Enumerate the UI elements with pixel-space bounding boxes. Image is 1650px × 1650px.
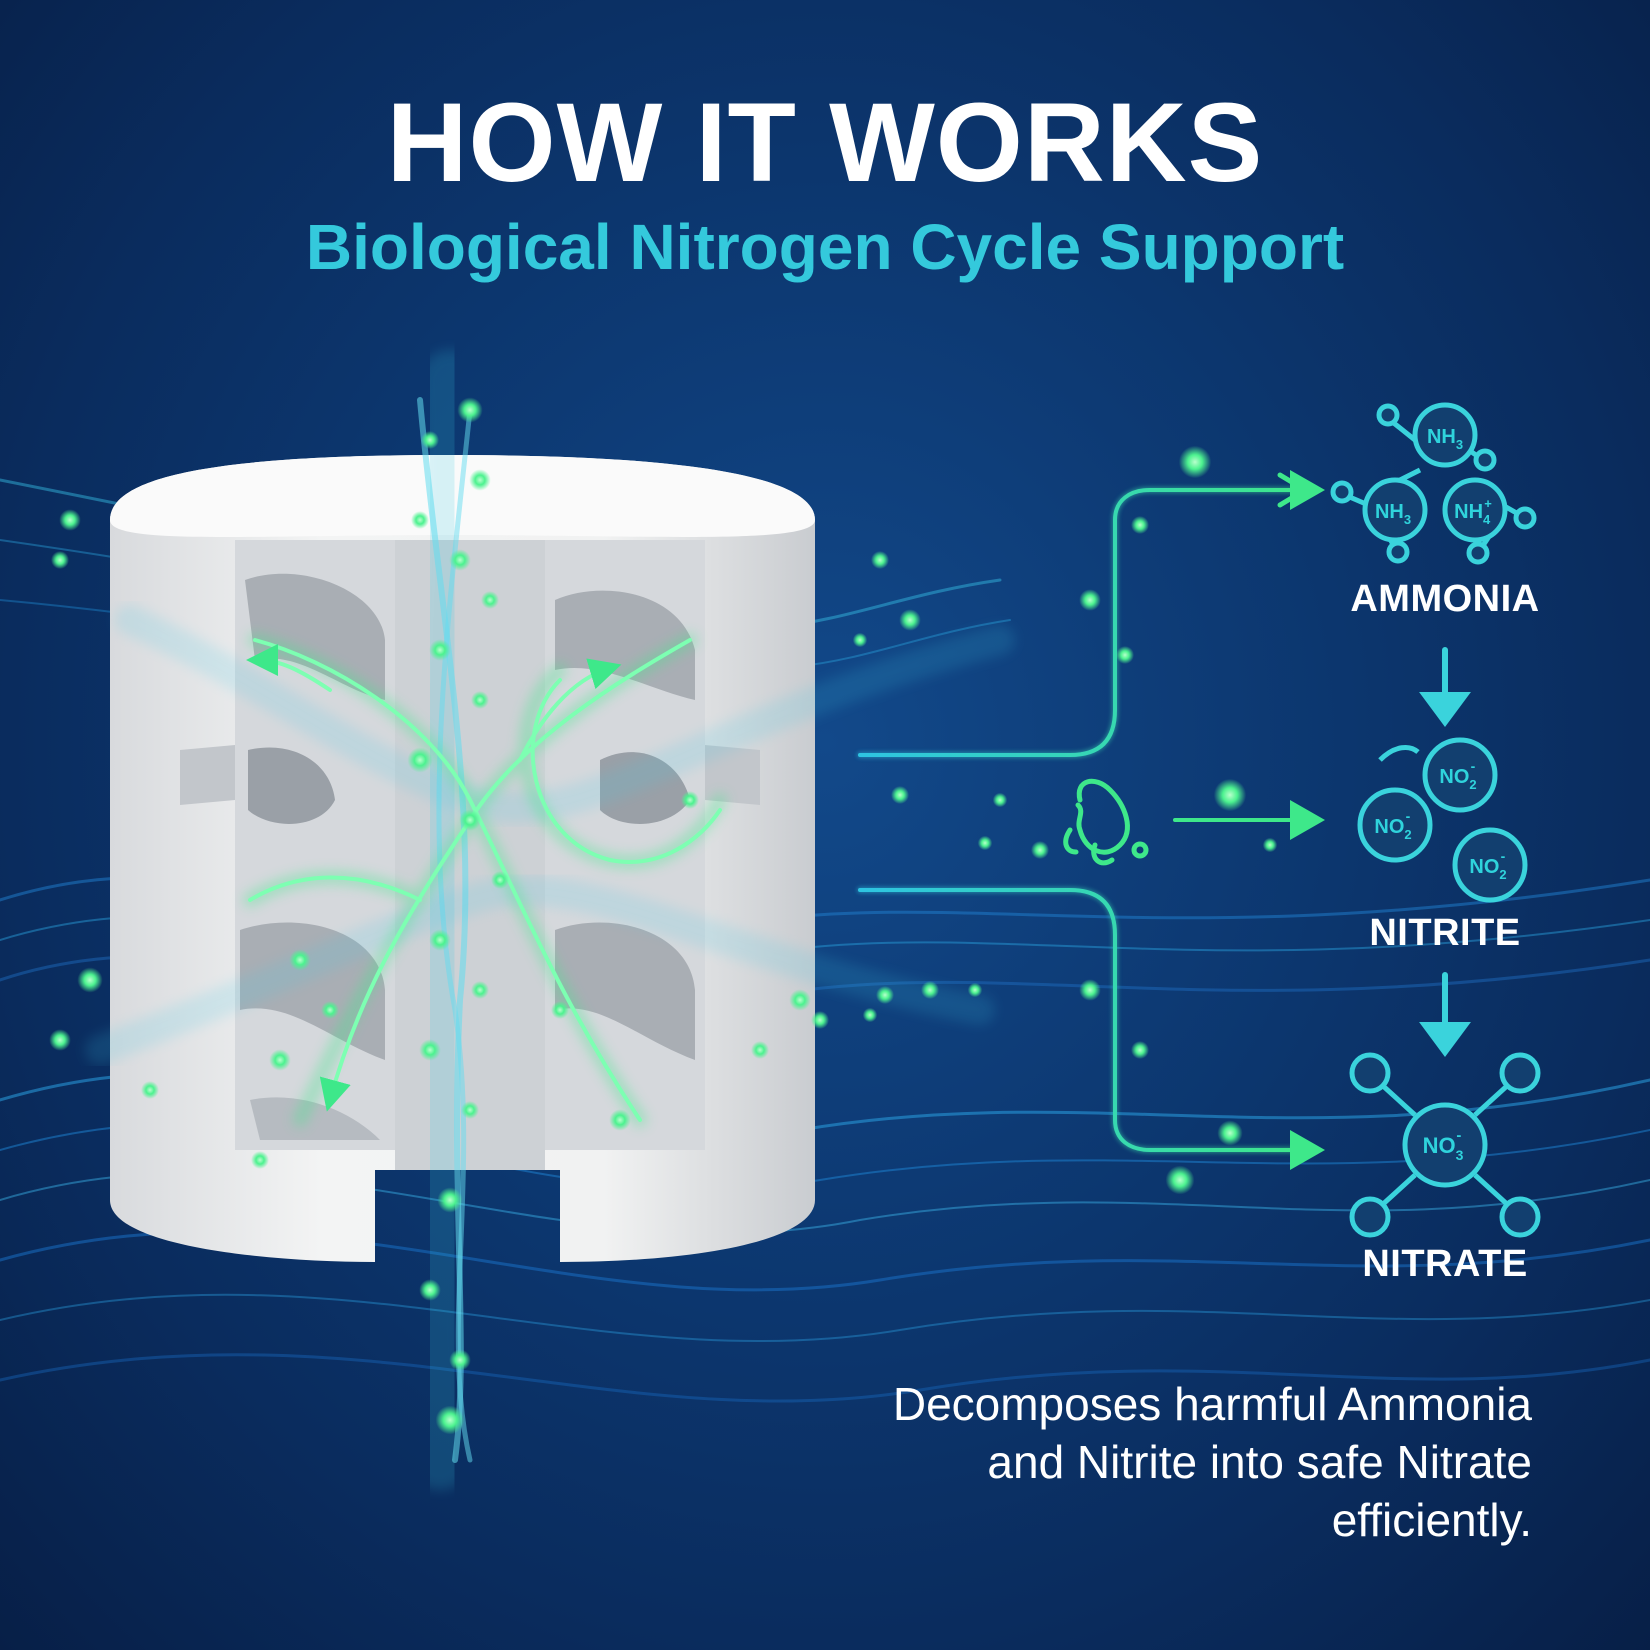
no3-sub: 3 (1456, 1147, 1464, 1163)
particle (437, 1187, 463, 1213)
stage-label-nitrite: NITRITE (1369, 912, 1521, 954)
particle (1213, 778, 1247, 812)
particle (609, 1109, 631, 1131)
bacteria-icon (1063, 778, 1149, 866)
particle (1131, 516, 1149, 534)
svg-text:NH3: NH3 (1427, 426, 1463, 452)
svg-text:NH4+: NH4+ (1454, 496, 1492, 527)
no3-text: NO (1423, 1133, 1456, 1158)
particle (1131, 1041, 1149, 1059)
nitrate-molecule-icon: NO3 - (1349, 1052, 1541, 1238)
particle (481, 591, 499, 609)
no2-text: NO (1469, 856, 1499, 878)
no2-sub: 2 (1404, 827, 1411, 842)
description-line-3: efficiently. (1331, 1494, 1532, 1546)
particle (891, 786, 909, 804)
particle (1079, 589, 1101, 611)
description-text: Decomposes harmful Ammonia and Nitrite i… (772, 1375, 1532, 1549)
particle (751, 1041, 769, 1059)
particle (269, 1049, 291, 1071)
nh3-sub: 3 (1456, 437, 1463, 452)
particle (471, 981, 489, 999)
particle (77, 967, 103, 993)
nh4-text: NH (1454, 501, 1483, 523)
particle (449, 549, 471, 571)
particle (251, 1151, 269, 1169)
particle (49, 1029, 71, 1051)
particle (457, 397, 483, 423)
particle (1116, 646, 1134, 664)
no3-sup: - (1456, 1127, 1461, 1144)
glowing-particles (49, 397, 1278, 1435)
particle (59, 509, 81, 531)
particle (421, 431, 439, 449)
particle (435, 1405, 465, 1435)
description-line-2: and Nitrite into safe Nitrate (987, 1436, 1532, 1488)
no2-sup: - (1471, 758, 1476, 774)
particle (862, 1007, 878, 1023)
particle (921, 981, 939, 999)
particle (852, 632, 868, 648)
particle (1178, 445, 1212, 479)
stage-label-ammonia: AMMONIA (1350, 578, 1540, 620)
particle (491, 871, 509, 889)
particle (449, 1349, 471, 1371)
stage-label-nitrate: NITRATE (1362, 1243, 1528, 1285)
particle (411, 511, 429, 529)
particle (1079, 979, 1101, 1001)
svg-text:NO3-: NO3 - (1423, 1127, 1464, 1163)
stage-arrows (1419, 647, 1471, 1058)
page-subtitle: Biological Nitrogen Cycle Support (305, 211, 1345, 283)
no2-text: NO (1439, 766, 1469, 788)
particle (1031, 841, 1049, 859)
no2-text: NO (1374, 816, 1404, 838)
particle (419, 1279, 441, 1301)
particle (51, 551, 69, 569)
particle (429, 639, 451, 661)
particle (407, 747, 433, 773)
particle (429, 929, 451, 951)
particle (459, 809, 481, 831)
svg-text:NO2-: NO2 - (1439, 758, 1476, 792)
cycle-connectors (857, 470, 1325, 1170)
nitrite-molecule-icon: NO2- NO2- NO2- (1357, 737, 1528, 903)
particle (811, 1011, 829, 1029)
particle (469, 469, 491, 491)
particle (871, 551, 889, 569)
nh3-text: NH (1375, 501, 1404, 523)
particle (141, 1081, 159, 1099)
description-line-1: Decomposes harmful Ammonia (892, 1378, 1532, 1430)
particle (876, 986, 894, 1004)
no2-sup: - (1406, 808, 1411, 824)
no2-sub: 2 (1469, 777, 1476, 792)
particle (471, 691, 489, 709)
ammonia-molecule-icon: NH3 NH3 NH4+ (1330, 402, 1537, 565)
svg-text:NH3: NH3 (1375, 501, 1411, 527)
particle (289, 949, 311, 971)
particle (461, 1101, 479, 1119)
particle (1165, 1165, 1195, 1195)
nh4-sub: 4 (1483, 512, 1491, 527)
particle (789, 989, 811, 1011)
particle (551, 1001, 569, 1019)
particle (899, 609, 921, 631)
particle (321, 1001, 339, 1019)
particle (1262, 837, 1278, 853)
particle (967, 982, 983, 998)
nh3-text: NH (1427, 426, 1456, 448)
particle (1217, 1120, 1243, 1146)
particle (977, 835, 993, 851)
particle (681, 791, 699, 809)
page-title: HOW IT WORKS (386, 80, 1264, 205)
no2-sup: - (1501, 848, 1506, 864)
svg-text:NO2-: NO2 - (1469, 848, 1506, 882)
nh3-sub: 3 (1404, 512, 1411, 527)
particle (992, 792, 1008, 808)
no2-sub: 2 (1499, 867, 1506, 882)
particle (419, 1039, 441, 1061)
svg-text:NO2-: NO2 - (1374, 808, 1411, 842)
nh4-sup: + (1484, 496, 1492, 511)
